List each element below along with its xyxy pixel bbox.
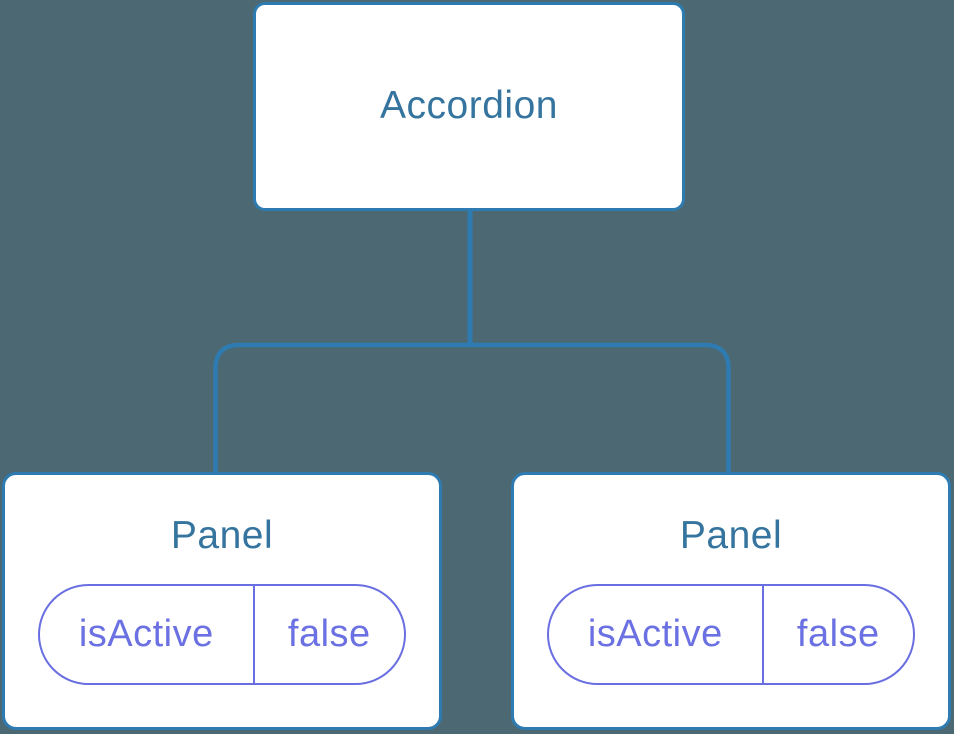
state-value-label: false [287, 612, 371, 655]
node-panel-2: Panel isActive false [511, 472, 951, 730]
node-panel-2-state-pill: isActive false [547, 583, 915, 685]
node-panel-1: Panel isActive false [2, 472, 442, 730]
node-accordion-label: Accordion [380, 84, 558, 128]
connector-bracket-line [213, 342, 731, 473]
state-key-label: isActive [549, 585, 764, 683]
node-accordion: Accordion [253, 2, 685, 211]
node-panel-2-label: Panel [679, 514, 783, 557]
node-panel-1-label: Panel [170, 514, 274, 557]
node-panel-1-state-pill: isActive false [38, 583, 406, 685]
state-key-label: isActive [40, 585, 255, 683]
state-value-label: false [796, 612, 880, 655]
